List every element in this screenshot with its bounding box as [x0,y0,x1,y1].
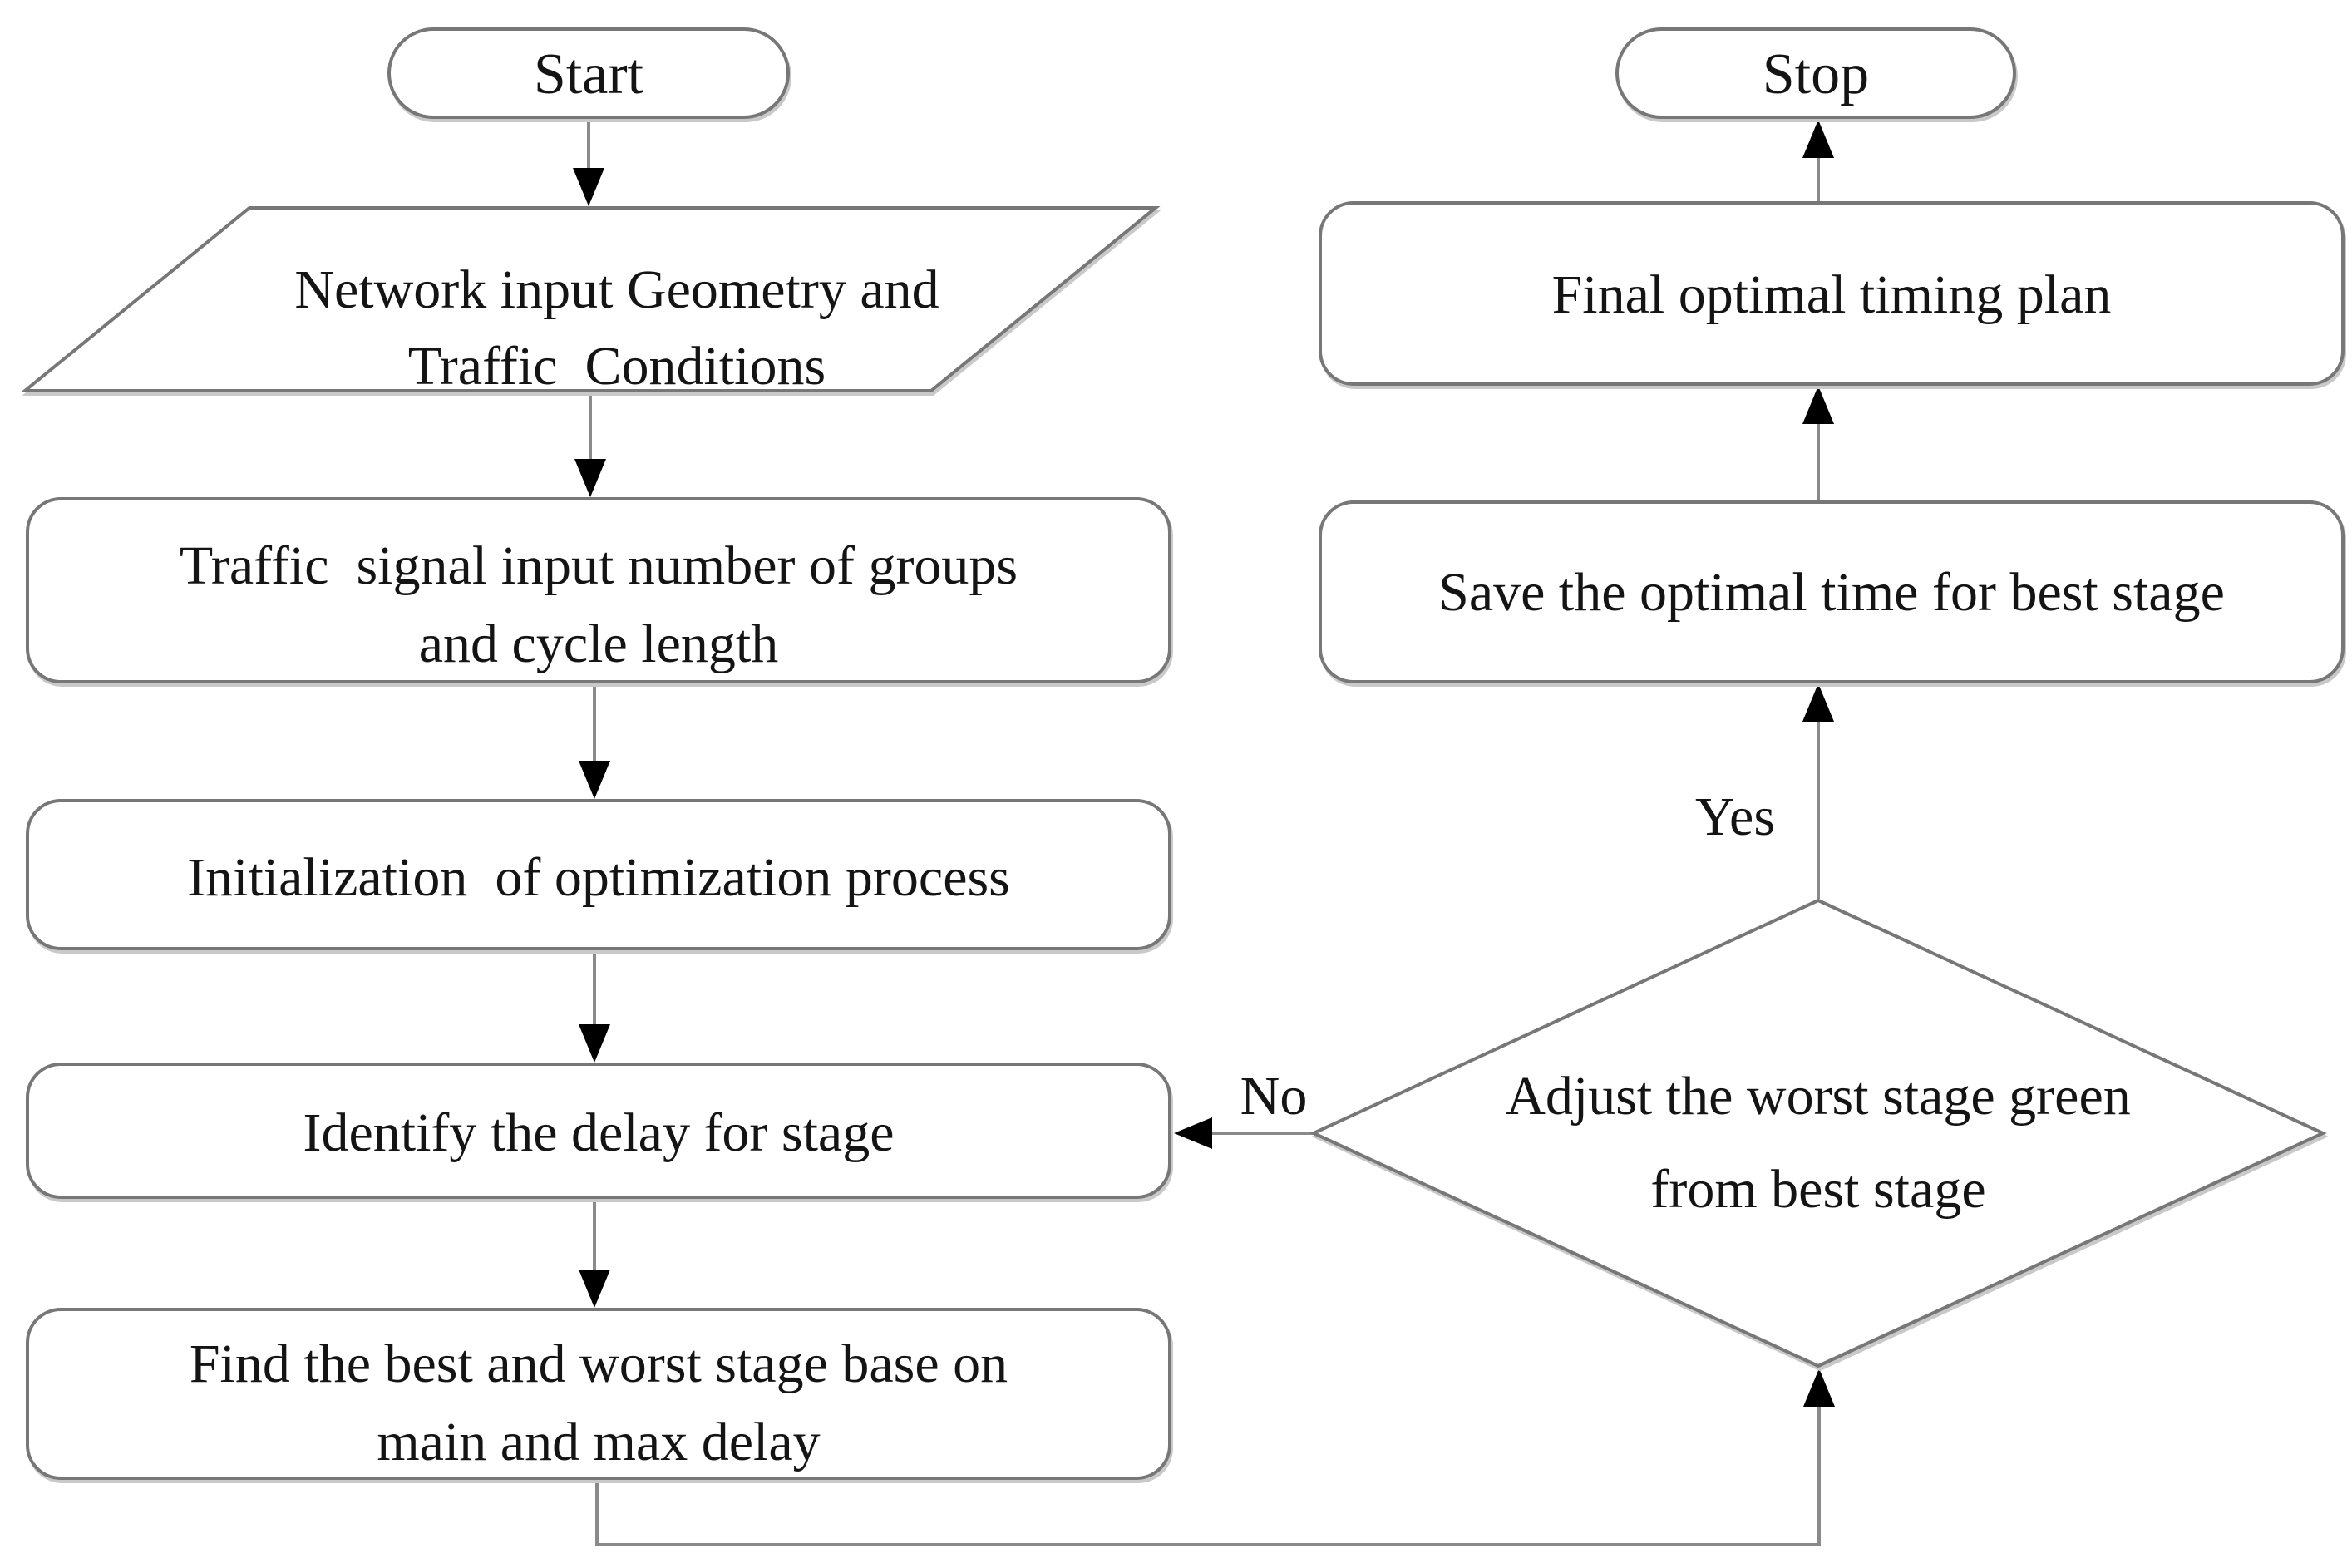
start-terminator [387,27,790,119]
adjust-decision-label-line1: Adjust the worst stage green [1506,1066,2131,1127]
arrowhead-up-icon [1802,683,1834,722]
arrowhead-up-icon [1803,1368,1835,1407]
find-best-worst-label-line2: main and max delay [377,1412,820,1472]
arrowhead-down-icon [579,1024,610,1063]
start-label: Start [534,42,644,106]
adjust-decision-label-line2: from best stage [1650,1159,1985,1220]
save-optimal-label: Save the optimal time for best stage [1438,562,2225,623]
arrowhead-down-icon [579,1270,610,1308]
final-plan-process [1319,201,2345,386]
adjust-decision-diamond [1309,898,2327,1368]
save-optimal-process [1319,500,2345,683]
arrowhead-down-icon [579,761,610,799]
stop-terminator [1615,27,2016,119]
network-input-label-line1: Network input Geometry and [294,259,939,320]
find-best-worst-label-line1: Find the best and worst stage base on [190,1334,1008,1394]
signal-input-label-line2: and cycle length [419,614,778,674]
signal-input-label-line1: Traffic signal input number of groups [180,535,1018,596]
identify-delay-label: Identify the delay for stage [303,1102,894,1163]
yes-branch-label: Yes [1695,786,1775,847]
connector-find-best-worst-to-adjust-decision [595,1403,1821,1546]
arrowhead-up-icon [1802,386,1834,424]
initialization-process [26,799,1171,950]
network-input-parallelogram [20,206,1161,392]
signal-input-process [26,497,1171,683]
no-branch-label: No [1240,1066,1308,1127]
initialization-label: Initialization of optimization process [187,847,1010,908]
arrowhead-left-icon [1174,1117,1212,1149]
identify-delay-process [26,1063,1171,1199]
stop-label: Stop [1763,42,1869,106]
network-input-label-line2: Traffic Conditions [408,336,826,397]
final-plan-label: Final optimal timing plan [1552,264,2112,325]
find-best-worst-process [26,1308,1171,1480]
arrowhead-up-icon [1802,120,1834,158]
arrowhead-down-icon [573,168,604,206]
arrowhead-down-icon [574,459,606,497]
